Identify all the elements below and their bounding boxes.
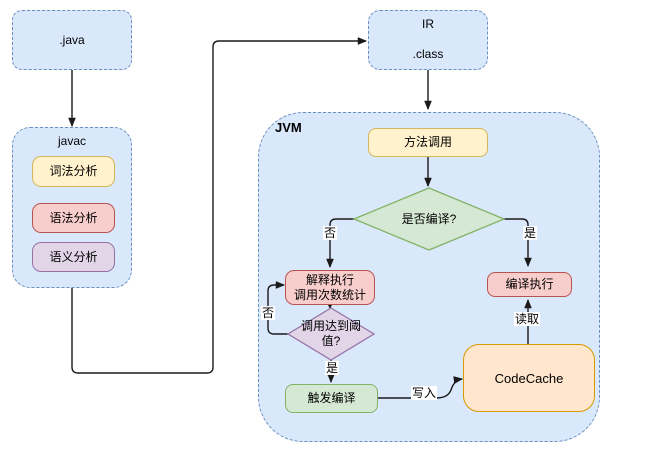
interpret-exec-line2: 调用次数统计 bbox=[293, 287, 366, 302]
compile-exec-label: 编译执行 bbox=[505, 277, 554, 291]
edge-decision-yes-to-compileexec bbox=[504, 218, 532, 268]
edge-trigger-to-codecache bbox=[378, 376, 464, 399]
threshold-decision-label: 调用达到阈 值? bbox=[300, 319, 361, 348]
javac-label: javac bbox=[57, 134, 86, 148]
node-lexical-analysis: 词法分析 bbox=[32, 156, 115, 187]
lexical-analysis-label: 词法分析 bbox=[49, 164, 98, 178]
interpret-exec-line1: 解释执行 bbox=[305, 272, 354, 287]
node-method-call: 方法调用 bbox=[368, 128, 488, 157]
edge-label-compile-no: 否 bbox=[322, 226, 338, 240]
threshold-decision-diamond bbox=[286, 307, 376, 361]
edge-label-compile-yes: 是 bbox=[522, 226, 538, 240]
semantic-analysis-label: 语义分析 bbox=[49, 249, 98, 264]
method-call-label: 方法调用 bbox=[403, 135, 452, 149]
class-label: .class bbox=[412, 47, 444, 61]
edge-label-read: 读取 bbox=[513, 312, 541, 326]
edge-label-write: 写入 bbox=[410, 386, 438, 400]
node-semantic-analysis: 语义分析 bbox=[32, 242, 115, 272]
node-code-cache: CodeCache bbox=[463, 344, 595, 412]
compile-decision-diamond bbox=[352, 187, 506, 251]
node-java-file: .java bbox=[12, 10, 132, 70]
ir-title: IR bbox=[422, 17, 434, 31]
syntax-analysis-label: 语法分析 bbox=[49, 210, 98, 225]
node-ir-class: IR .class bbox=[368, 10, 488, 70]
edge-javac-to-ir bbox=[71, 37, 368, 374]
node-compile-exec: 编译执行 bbox=[487, 272, 572, 297]
node-trigger-compile: 触发编译 bbox=[285, 384, 378, 413]
code-cache-label: CodeCache bbox=[494, 370, 564, 386]
jvm-label: JVM bbox=[275, 120, 302, 135]
edge-label-threshold-yes: 是 bbox=[324, 361, 340, 375]
edge-decision-no-to-interpret bbox=[326, 218, 354, 269]
edge-label-threshold-no: 否 bbox=[260, 306, 276, 320]
node-interpret-exec: 解释执行 调用次数统计 bbox=[285, 270, 375, 305]
trigger-compile-label: 触发编译 bbox=[307, 391, 356, 405]
node-syntax-analysis: 语法分析 bbox=[32, 203, 115, 233]
compile-decision-label: 是否编译? bbox=[401, 211, 457, 226]
java-file-label: .java bbox=[59, 32, 85, 47]
